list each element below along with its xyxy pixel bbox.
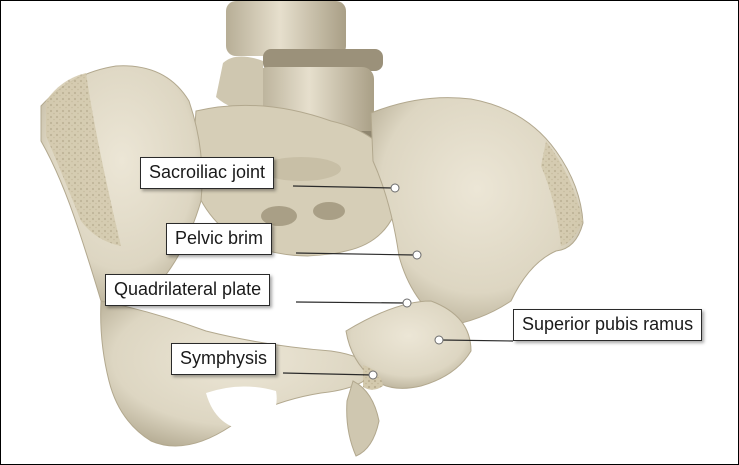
symphysis-marker [369,371,377,379]
label-sacroiliac-joint: Sacroiliac joint [140,157,274,189]
sacroiliac-joint-marker [391,184,399,192]
label-quadrilateral-plate: Quadrilateral plate [105,274,270,306]
ischium [347,381,379,456]
pelvic-brim-marker [413,251,421,259]
superior-pubis-ramus-marker [435,336,443,344]
label-symphysis: Symphysis [171,343,276,375]
label-superior-pubis-ramus: Superior pubis ramus [513,309,702,341]
right-ilium [371,98,583,326]
quadrilateral-plate-marker [403,299,411,307]
label-pelvic-brim: Pelvic brim [166,223,272,255]
